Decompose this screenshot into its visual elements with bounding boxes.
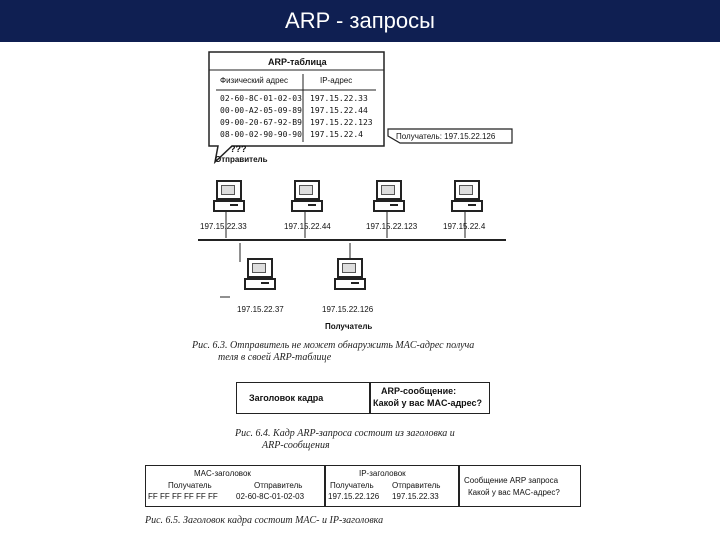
arp-row-mac: 02-60-8C-01-02-03	[220, 94, 302, 103]
figure-caption: Рис. 6.3. Отправитель не может обнаружит…	[192, 340, 475, 351]
arp-table-title: ARP-таблица	[268, 57, 327, 67]
ip-receiver-value: 197.15.22.126	[328, 492, 380, 501]
arp-row-mac: 00-00-A2-05-09-89	[220, 106, 302, 115]
figure-caption: Рис. 6.5. Заголовок кадра состоит MAC- и…	[145, 515, 384, 526]
arp-row-ip: 197.15.22.44	[310, 106, 368, 115]
host-ip-label: 197.15.22.33	[200, 222, 247, 231]
host-ip-label: 197.15.22.126	[322, 305, 374, 314]
ip-sender-value: 197.15.22.33	[392, 492, 439, 501]
arp-request-message: Сообщение ARP запроса	[464, 476, 559, 485]
host-ip-label: 197.15.22.44	[284, 222, 331, 231]
figure-caption: ARP-сообщения	[262, 440, 330, 451]
arp-col-ip: IP-адрес	[320, 76, 353, 85]
mac-sender-label: Отправитель	[254, 481, 303, 490]
arp-request-frame: Заголовок кадра ARP-сообщение: Какой у в…	[236, 382, 490, 414]
arp-row-mac: 09-00-20-67-92-B9	[220, 118, 302, 127]
frame-header-label: Заголовок кадра	[249, 393, 324, 403]
question-marks: ???	[230, 144, 247, 154]
host-ip-label: 197.15.22.123	[366, 222, 418, 231]
computer-icon	[373, 180, 405, 214]
host-ip-label: 197.15.22.37	[237, 305, 284, 314]
arp-row-mac: 08-00-02-90-90-90	[220, 130, 302, 139]
computer-icon	[451, 180, 483, 214]
computer-icon	[244, 258, 276, 292]
arp-message-label: ARP-сообщение:	[381, 386, 457, 396]
figure-caption: теля в своей ARP-таблице	[218, 352, 332, 363]
arp-request-question: Какой у вас MAC-адрес?	[468, 488, 560, 497]
arp-row-ip: 197.15.22.33	[310, 94, 368, 103]
slide-title: ARP - запросы	[285, 8, 435, 33]
mac-receiver-label: Получатель	[168, 481, 212, 490]
mac-receiver-value: FF FF FF FF FF FF	[148, 492, 218, 501]
arp-row-ip: 197.15.22.4	[310, 130, 363, 139]
slide-title-bar: ARP - запросы	[0, 0, 720, 42]
sender-label: Отправитель	[215, 155, 268, 164]
ip-header-label: IP-заголовок	[359, 469, 406, 478]
receiver-callout: Получатель: 197.15.22.126	[396, 132, 496, 141]
computer-icon	[334, 258, 366, 292]
mac-sender-value: 02-60-8C-01-02-03	[236, 492, 305, 501]
receiver-label: Получатель	[325, 322, 373, 331]
host-ip-label: 197.15.22.4	[443, 222, 486, 231]
computer-icon	[291, 180, 323, 214]
arp-row-ip: 197.15.22.123	[310, 118, 373, 127]
figure-caption: Рис. 6.4. Кадр ARP-запроса состоит из за…	[235, 428, 455, 439]
arp-col-mac: Физический адрес	[220, 76, 288, 85]
computer-icon	[213, 180, 245, 214]
ip-receiver-label: Получатель	[330, 481, 374, 490]
ip-sender-label: Отправитель	[392, 481, 441, 490]
frame-header-detail: MAC-заголовок Получатель Отправитель FF …	[145, 465, 581, 507]
mac-header-label: MAC-заголовок	[194, 469, 251, 478]
arp-question-label: Какой у вас MAC-адрес?	[373, 398, 483, 408]
